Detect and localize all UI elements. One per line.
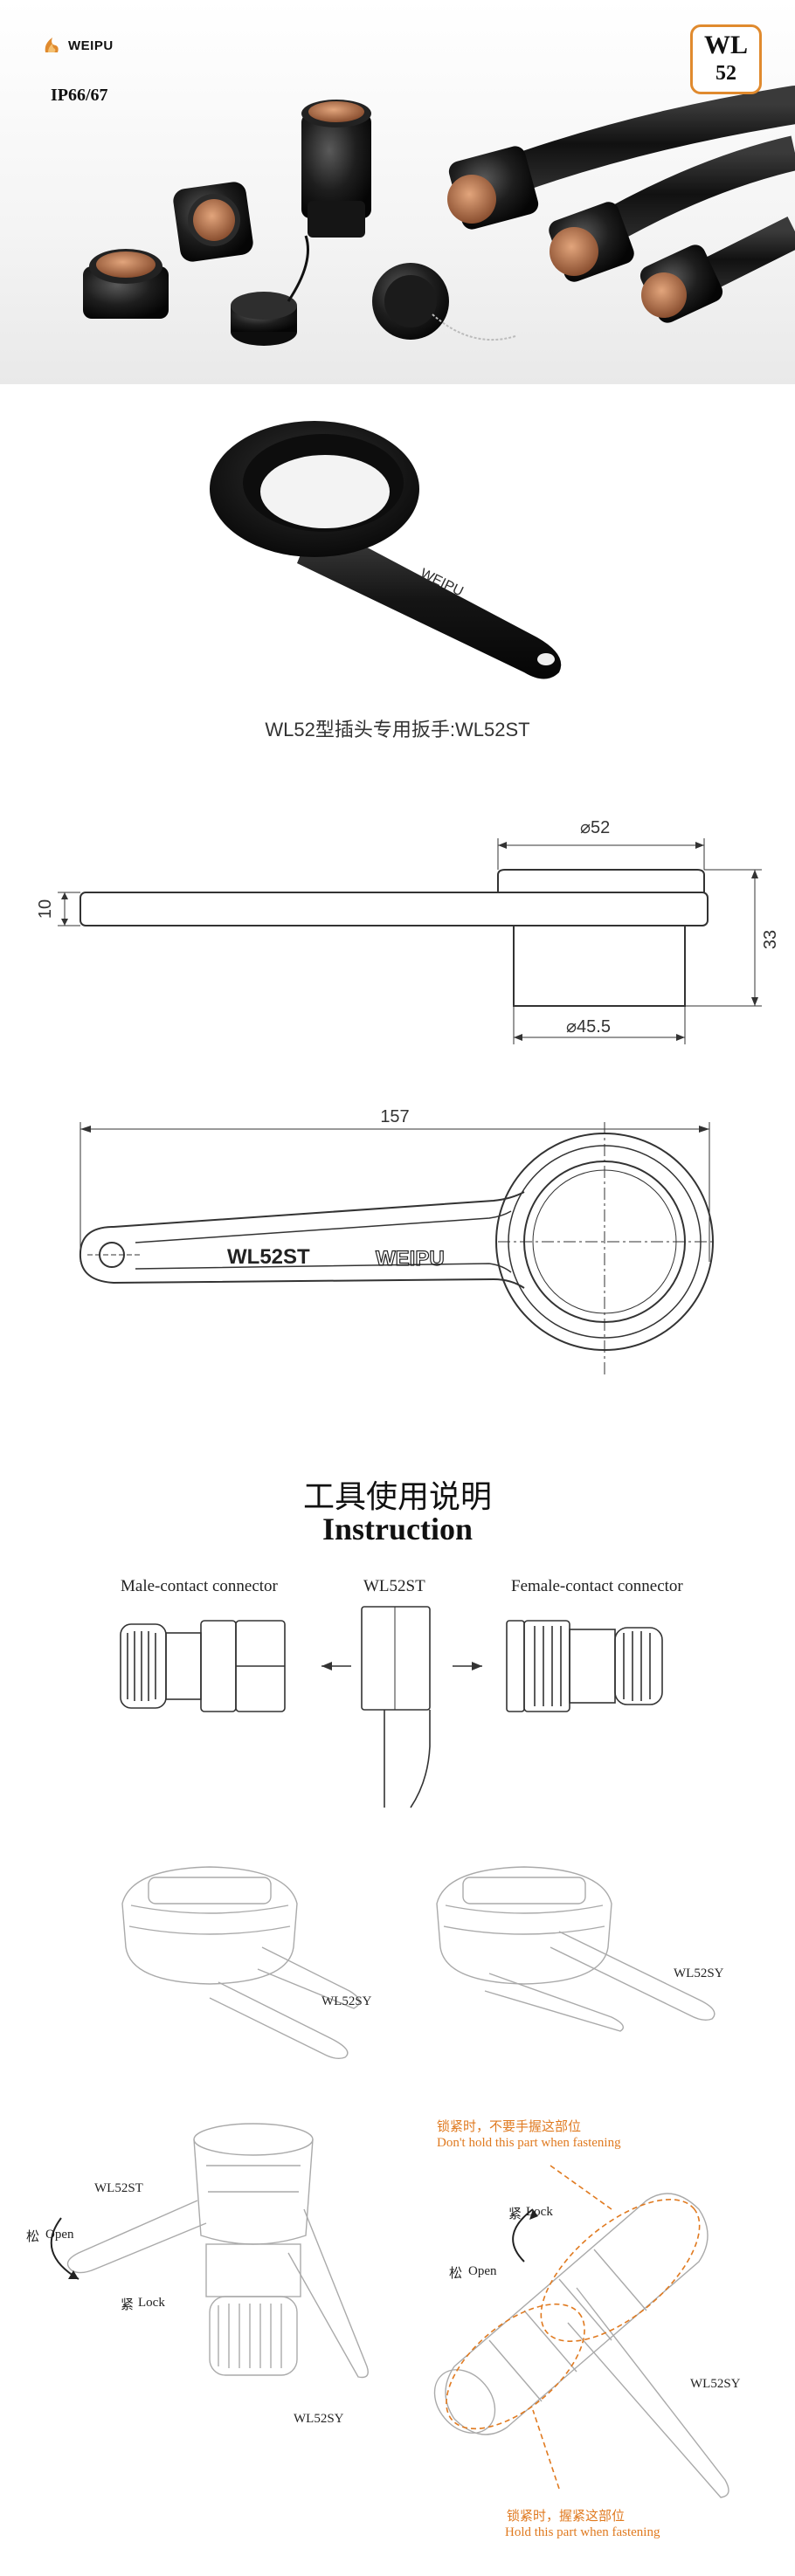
- model-badge: WL 52: [690, 24, 762, 94]
- model-badge-size: 52: [716, 62, 736, 85]
- lock-cn-right: 紧: [508, 2208, 522, 2221]
- dim-bar-thickness: 10: [36, 899, 55, 919]
- female-connector-label: Female-contact connector: [511, 1577, 683, 1595]
- open-en-left: Open: [45, 2228, 74, 2242]
- hero-product-photo: [83, 86, 795, 346]
- dim-outer-diameter: ⌀52: [580, 818, 610, 837]
- brand-name: WEIPU: [68, 38, 114, 53]
- warning-en: Don't hold this part when fastening: [437, 2136, 621, 2150]
- open-en-right: Open: [468, 2264, 497, 2278]
- lock-en-right: Lock: [526, 2205, 553, 2219]
- engraved-model: WL52ST: [227, 1245, 310, 1269]
- lock-en-left: Lock: [138, 2296, 165, 2310]
- male-connector-label: Male-contact connector: [121, 1577, 278, 1595]
- instruction-title-en: Instruction: [321, 1512, 474, 1546]
- wrench-product-photo: WEIPU: [210, 421, 562, 679]
- hero-banner: WEIPU IP66/67 WL 52: [0, 0, 795, 384]
- top-view-drawing: 157 WL52ST WEIPU: [79, 1107, 716, 1375]
- fasten-part-label-right: WL52SY: [690, 2377, 741, 2391]
- hold-cn: 锁紧时，握紧这部位: [507, 2508, 626, 2524]
- fasten-tool-label: WL52ST: [94, 2181, 143, 2195]
- step1-part-label: WL52SY: [321, 1994, 372, 2008]
- instruction-title-cn: 工具使用说明: [302, 1479, 492, 1515]
- dim-total-length: 157: [380, 1107, 409, 1126]
- open-cn-left: 松: [26, 2230, 40, 2244]
- fastening-drawings: [50, 2123, 729, 2498]
- tool-label: WL52ST: [363, 1577, 425, 1595]
- dim-inner-diameter: ⌀45.5: [566, 1017, 611, 1037]
- ip-rating: IP66/67: [51, 86, 108, 105]
- side-view-drawing: ⌀52 ⌀45.5 10 33: [36, 818, 780, 1044]
- fasten-part-label-left: WL52SY: [294, 2412, 344, 2426]
- flame-logo-icon: [45, 38, 59, 52]
- open-cn-right: 松: [449, 2267, 463, 2281]
- dim-total-height: 33: [761, 930, 780, 949]
- engraved-brand: WEIPU: [376, 1247, 445, 1271]
- wrench-caption: WL52型插头专用扳手:WL52ST: [265, 719, 530, 740]
- step2-part-label: WL52SY: [674, 1966, 724, 1980]
- usage-step-drawings: [121, 1866, 716, 2060]
- brand-logo: WEIPU: [42, 35, 114, 56]
- exploded-assembly-drawing: [120, 1606, 663, 1808]
- model-badge-series: WL: [703, 31, 748, 59]
- lock-cn-left: 紧: [121, 2298, 135, 2312]
- hold-en: Hold this part when fastening: [505, 2525, 660, 2539]
- warning-cn: 锁紧时，不要手握这部位: [437, 2118, 582, 2134]
